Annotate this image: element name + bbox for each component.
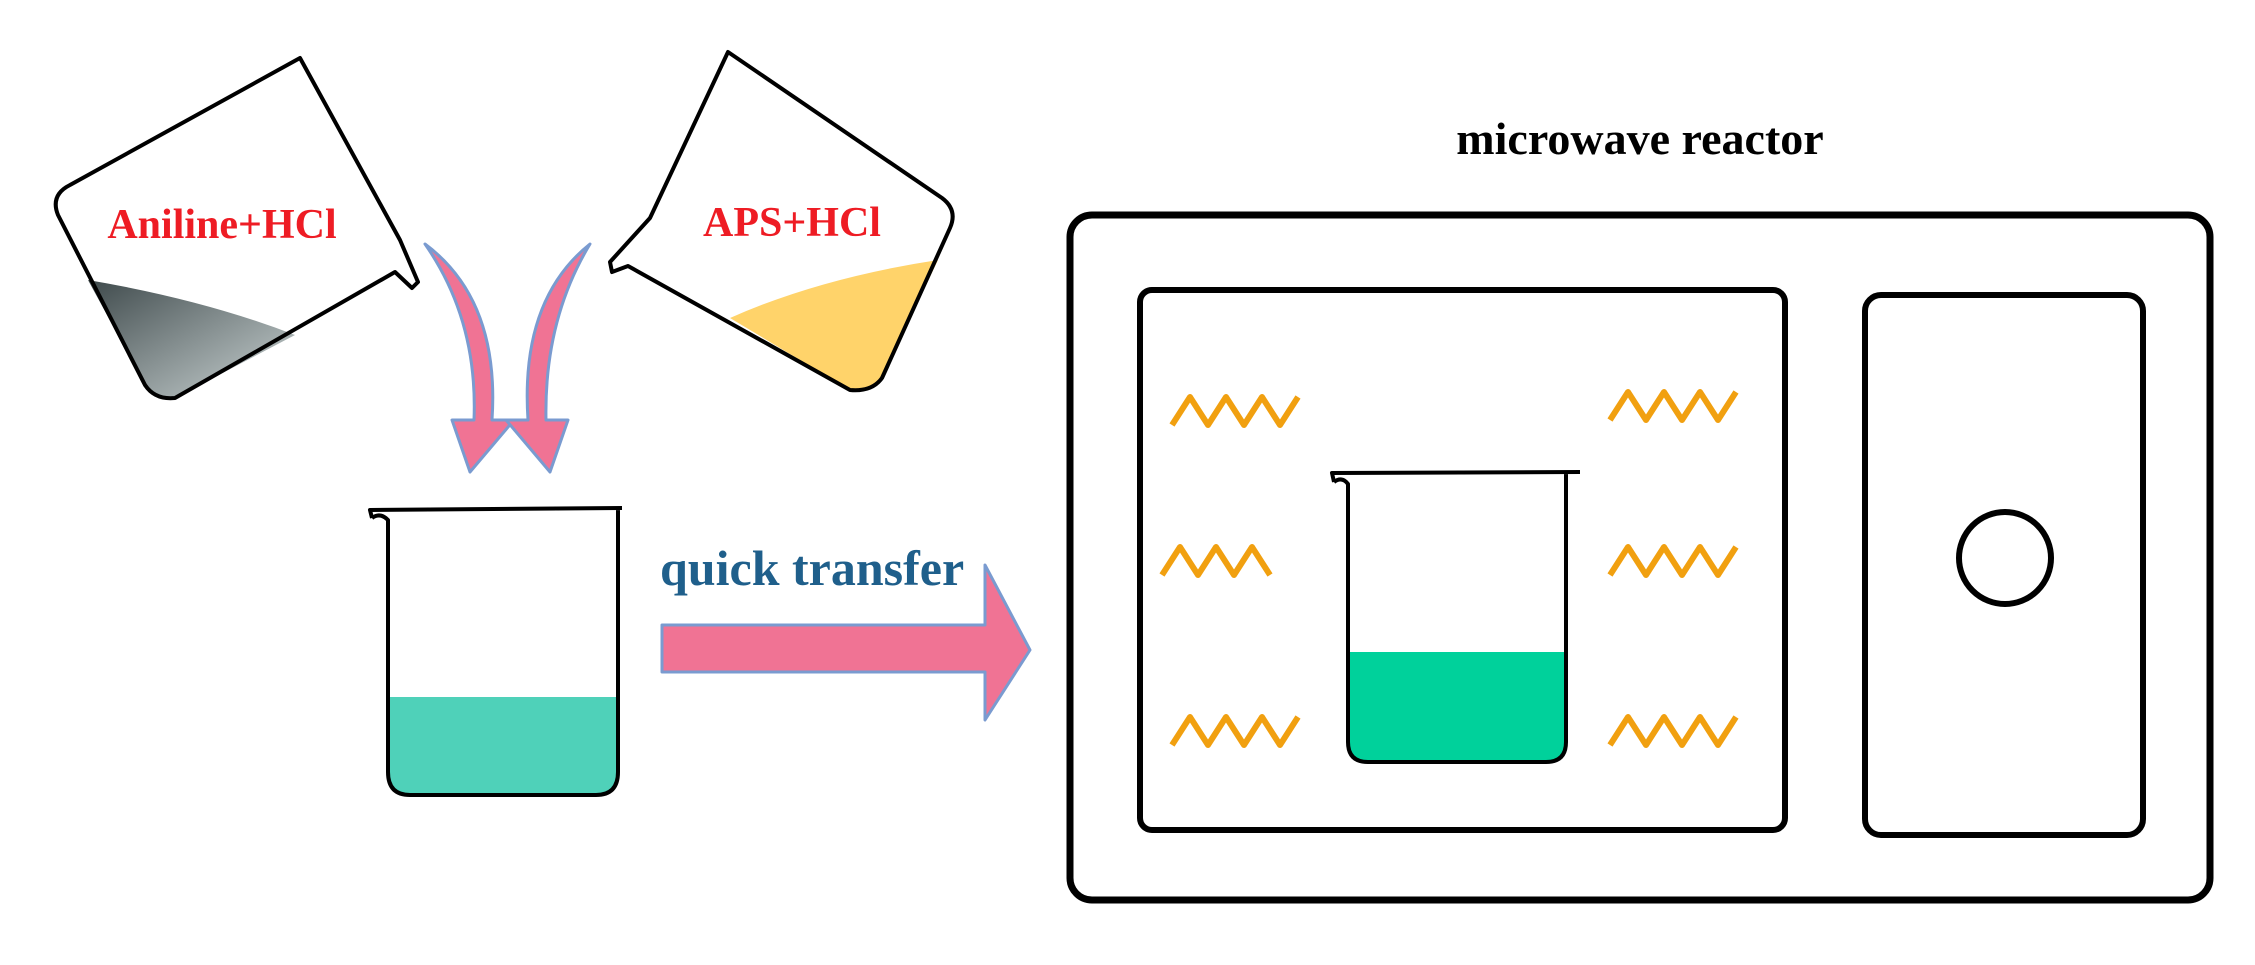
aniline-label: Aniline+HCl (107, 202, 336, 248)
mixing-beaker (368, 506, 623, 797)
mixing-beaker-outline (368, 506, 623, 797)
aps-label: APS+HCl (703, 200, 881, 246)
wave-icon (1169, 714, 1301, 748)
control-knob-icon (1956, 509, 2054, 607)
aniline-beaker-outline (53, 56, 420, 401)
right-arrow-icon (660, 563, 1032, 722)
aniline-liquid (88, 280, 295, 399)
pouring-arrows (423, 242, 592, 474)
aps-liquid-fill (730, 260, 938, 391)
curved-arrow-left-icon (423, 242, 516, 474)
mixture-liquid (387, 697, 617, 795)
curved-arrow-right-icon (504, 242, 592, 474)
transfer-arrow: quick transfer (660, 540, 1032, 722)
reactor-beaker (1330, 470, 1581, 764)
control-panel (1862, 292, 2146, 838)
transfer-label: quick transfer (660, 540, 964, 596)
wave-icon (1607, 544, 1739, 578)
aniline-beaker: Aniline+HCl (53, 56, 420, 401)
aps-beaker-outline (608, 50, 955, 393)
reactor-liquid (1348, 652, 1566, 762)
aps-beaker: APS+HCl (608, 50, 955, 393)
reactor-title: microwave reactor (1456, 113, 1823, 164)
wave-icon (1607, 389, 1739, 423)
reactor-cavity (1137, 287, 1788, 833)
reactor-beaker-outline (1330, 470, 1581, 764)
wave-icon (1159, 544, 1273, 578)
wave-icon (1607, 714, 1739, 748)
wave-icon (1169, 394, 1301, 428)
reactor-body (1066, 211, 2214, 904)
microwave-reactor (1066, 211, 2214, 904)
